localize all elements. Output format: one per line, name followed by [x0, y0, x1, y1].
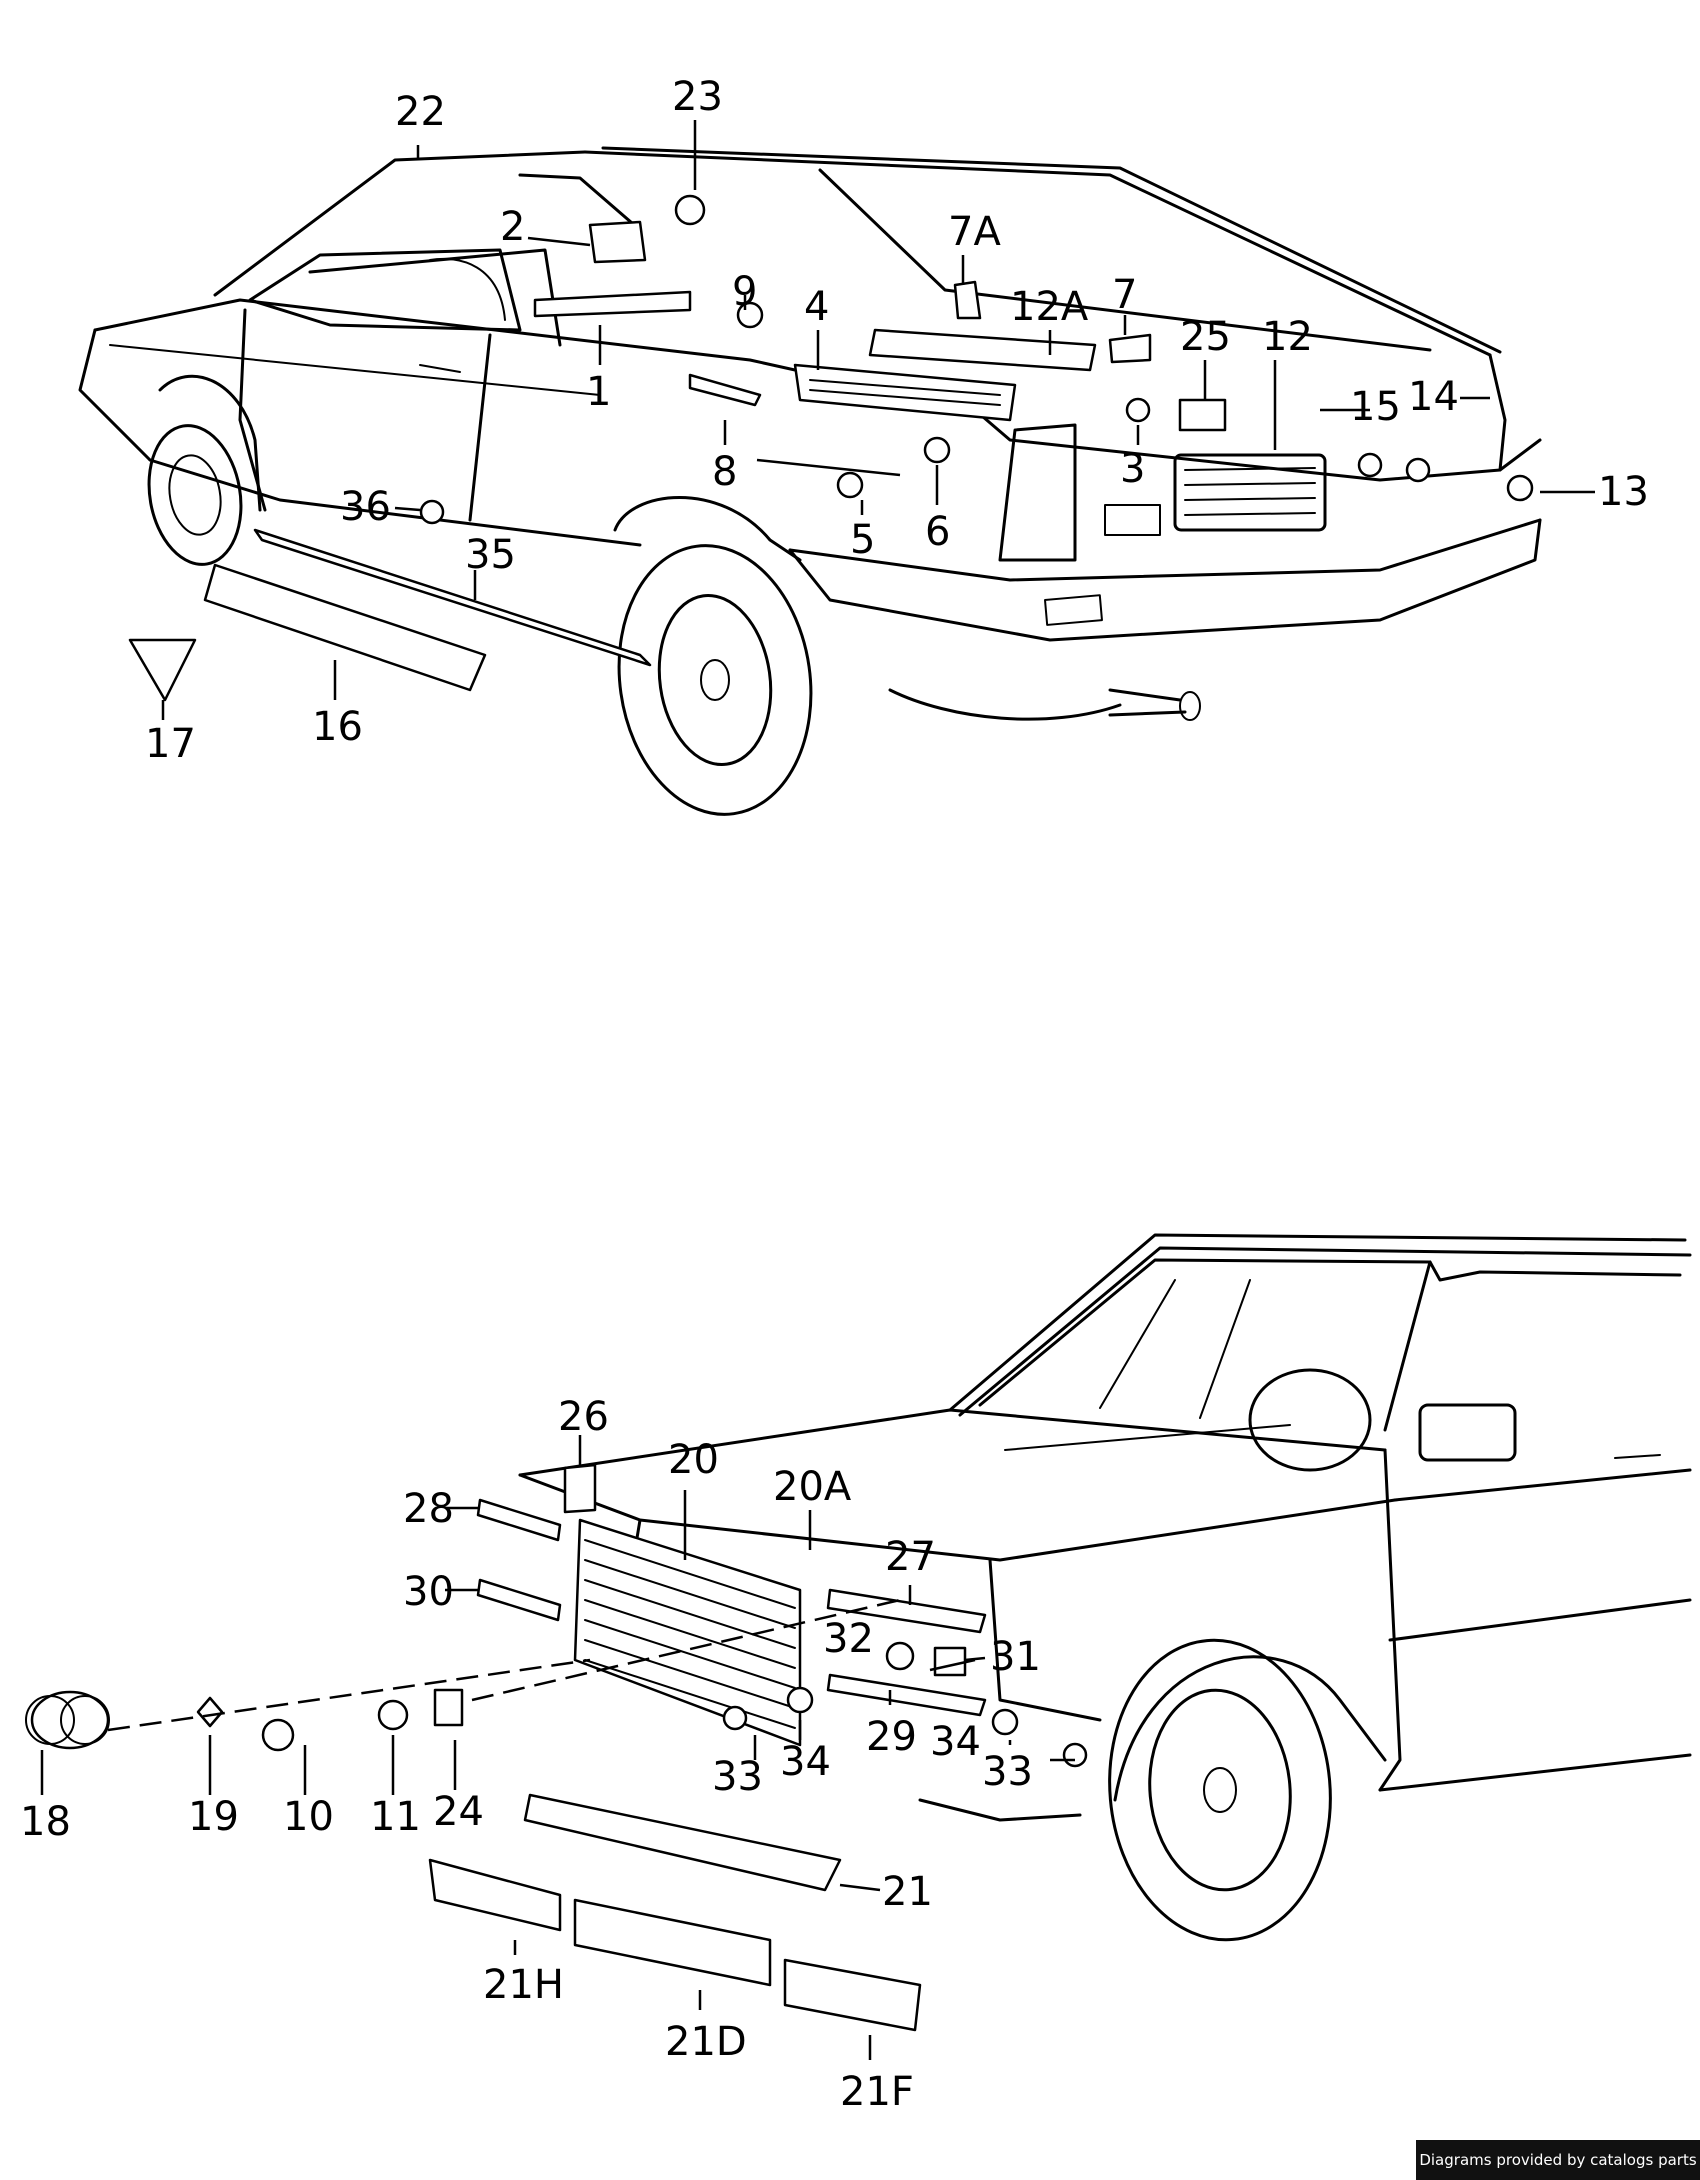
trim-29 [826, 1673, 987, 1717]
callout-12a: 12A [1010, 284, 1089, 330]
callout-29: 29 [866, 1714, 917, 1760]
clip-8 [688, 373, 762, 407]
callout-5: 5 [850, 517, 875, 563]
callout-33b: 33 [982, 1749, 1033, 1795]
clip-7a [953, 280, 982, 320]
callout-33a: 33 [712, 1754, 763, 1800]
callout-21h: 21H [483, 1962, 564, 2008]
trim-27 [826, 1588, 987, 1634]
callout-10: 10 [283, 1794, 334, 1840]
callout-18: 18 [20, 1799, 71, 1845]
lower-callouts: 26 20 20A 28 27 30 32 31 29 34 33 34 33 … [20, 1394, 1041, 2115]
callout-4: 4 [804, 284, 829, 330]
callout-20: 20 [668, 1437, 719, 1483]
callout-24: 24 [433, 1789, 484, 1835]
callout-25: 25 [1180, 314, 1231, 360]
sill-panel-16 [203, 563, 487, 692]
callout-31: 31 [990, 1634, 1041, 1680]
callout-34b: 34 [930, 1719, 981, 1765]
clip-32 [885, 1641, 915, 1671]
screw-10 [261, 1718, 295, 1752]
strip-1 [533, 290, 692, 318]
callout-21d: 21D [665, 2019, 747, 2065]
callout-19: 19 [188, 1794, 239, 1840]
callout-36: 36 [340, 484, 391, 530]
callout-3: 3 [1120, 446, 1145, 492]
callout-7a: 7A [948, 209, 1001, 255]
callout-17: 17 [145, 721, 196, 767]
callout-22: 22 [395, 89, 446, 135]
callout-2: 2 [500, 204, 525, 250]
callout-32: 32 [823, 1616, 874, 1662]
clip-2 [588, 220, 647, 264]
screw-36 [419, 499, 445, 525]
callout-9: 9 [732, 269, 757, 315]
callout-8: 8 [712, 449, 737, 495]
lower-leaders [40, 1435, 1075, 2060]
callout-28: 28 [403, 1486, 454, 1532]
screw-33a [722, 1705, 748, 1731]
callout-23: 23 [672, 74, 723, 120]
washer-6 [923, 436, 951, 464]
screw-5 [836, 471, 864, 499]
screw-33b [1062, 1742, 1088, 1768]
callout-13: 13 [1598, 469, 1649, 515]
callout-27: 27 [885, 1534, 936, 1580]
callout-21: 21 [882, 1869, 933, 1915]
callout-6: 6 [925, 509, 950, 555]
callout-30: 30 [403, 1569, 454, 1615]
callout-1: 1 [586, 369, 611, 415]
trim-28 [476, 1498, 562, 1542]
callout-21f: 21F [840, 2069, 914, 2115]
washer-11 [377, 1699, 409, 1731]
gasket-12a [868, 328, 1097, 372]
air-guide-21h [428, 1858, 562, 1932]
callout-15: 15 [1350, 384, 1401, 430]
credit-badge: Diagrams provided by catalogs parts [1416, 2140, 1700, 2180]
clip-31 [933, 1646, 967, 1677]
bracket-26 [563, 1463, 597, 1514]
grommet-14 [1405, 457, 1431, 483]
rear-car-drawing [78, 146, 1542, 816]
rocker-trim-35 [253, 528, 652, 667]
callout-11: 11 [370, 1794, 421, 1840]
air-guide-21f [783, 1958, 922, 2032]
callout-16: 16 [312, 704, 363, 750]
callout-34a: 34 [780, 1739, 831, 1785]
callout-26: 26 [558, 1394, 609, 1440]
callout-7: 7 [1112, 272, 1137, 318]
screw-13 [1506, 474, 1534, 502]
clip-24 [433, 1688, 464, 1727]
upper-callouts: 22 23 2 1 9 4 7A 12A 7 25 12 15 14 13 8 … [145, 74, 1649, 767]
callout-35: 35 [465, 532, 516, 578]
callout-20a: 20A [773, 1464, 852, 1510]
callout-14: 14 [1408, 374, 1459, 420]
bracket-7 [1108, 333, 1152, 364]
clip-23 [674, 194, 706, 226]
upper-leaders [161, 120, 1595, 720]
plate-25 [1178, 398, 1227, 432]
vent-grille-4 [793, 363, 1017, 422]
bracket-17 [128, 638, 197, 702]
lower-parts [25, 1463, 1088, 2032]
clip-3 [1125, 397, 1151, 423]
washer-34b [991, 1708, 1019, 1736]
air-guide-21d [573, 1898, 772, 1987]
callout-12: 12 [1262, 314, 1313, 360]
air-guide-21 [523, 1793, 842, 1892]
trim-30 [476, 1578, 562, 1622]
upper-parts [128, 194, 1534, 702]
seal-19 [196, 1696, 224, 1728]
grommet-15 [1357, 452, 1383, 478]
washer-34a [786, 1686, 814, 1714]
